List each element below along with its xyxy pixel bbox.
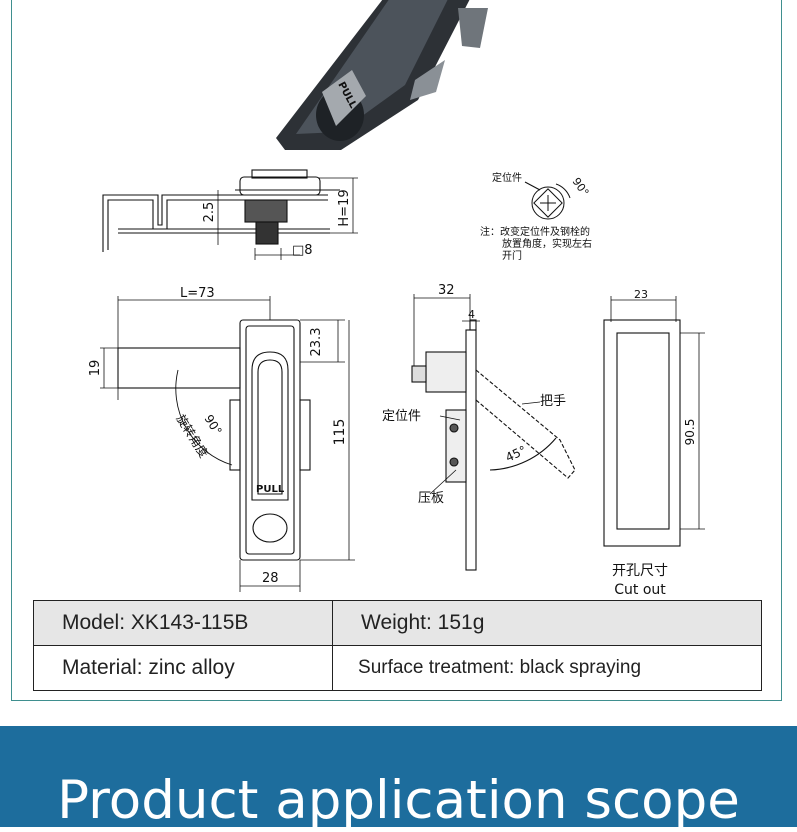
dim-l73: L=73 — [180, 286, 215, 301]
product-frame — [11, 0, 782, 701]
dim-23: 23 — [634, 288, 648, 301]
dim-28: 28 — [262, 571, 279, 586]
product-photo: PULL — [276, 0, 488, 150]
dim-square-8: □8 — [292, 243, 313, 258]
dim-h19: H=19 — [337, 189, 352, 226]
note-line-2: 放置角度，实现左右 — [502, 237, 592, 250]
cutout-en-label: Cut out — [614, 582, 666, 598]
weight-cell: Weight: 151g — [332, 600, 762, 646]
dim-32: 32 — [438, 283, 455, 298]
spec-table: Model: XK143-115B Weight: 151g Material:… — [32, 600, 762, 691]
spec-row: Material: zinc alloy Surface treatment: … — [32, 645, 762, 691]
locator-label: 定位件 — [382, 409, 421, 424]
locator-detail — [524, 181, 571, 220]
note-line-1: 注：改变定位件及钢栓的 — [480, 225, 590, 238]
side-view — [102, 169, 358, 260]
model-cell: Model: XK143-115B — [32, 600, 334, 646]
dim-19: 19 — [88, 360, 103, 377]
surface-cell: Surface treatment: black spraying — [332, 645, 762, 691]
dim-115: 115 — [332, 419, 348, 446]
front-view — [100, 296, 355, 592]
section-view — [411, 294, 576, 571]
dim-23-3: 23.3 — [309, 328, 324, 357]
dim-2-5: 2.5 — [202, 202, 217, 223]
section-banner: Product application scope — [0, 726, 797, 831]
banner-title: Product application scope — [57, 770, 740, 831]
cutout-view — [603, 296, 705, 547]
spec-row: Model: XK143-115B Weight: 151g — [32, 600, 762, 646]
dim-90-5: 90.5 — [683, 419, 697, 446]
cutout-cn-label: 开孔尺寸 — [612, 563, 668, 579]
note-position: 定位件 — [492, 171, 522, 184]
note-line-3: 开门 — [502, 249, 522, 262]
plate-label: 压板 — [418, 491, 444, 506]
rotation-angle: 90° — [201, 412, 224, 437]
dim-4: 4 — [468, 308, 475, 321]
note-angle: 90° — [570, 175, 592, 198]
technical-drawing: PULL 2.5 H=19 □8 定位件 90° 注：改变定位件及钢栓的 放置角… — [88, 0, 705, 598]
pull-label-front: PULL — [256, 484, 285, 495]
handle-label: 把手 — [540, 394, 566, 409]
material-cell: Material: zinc alloy — [32, 645, 334, 691]
